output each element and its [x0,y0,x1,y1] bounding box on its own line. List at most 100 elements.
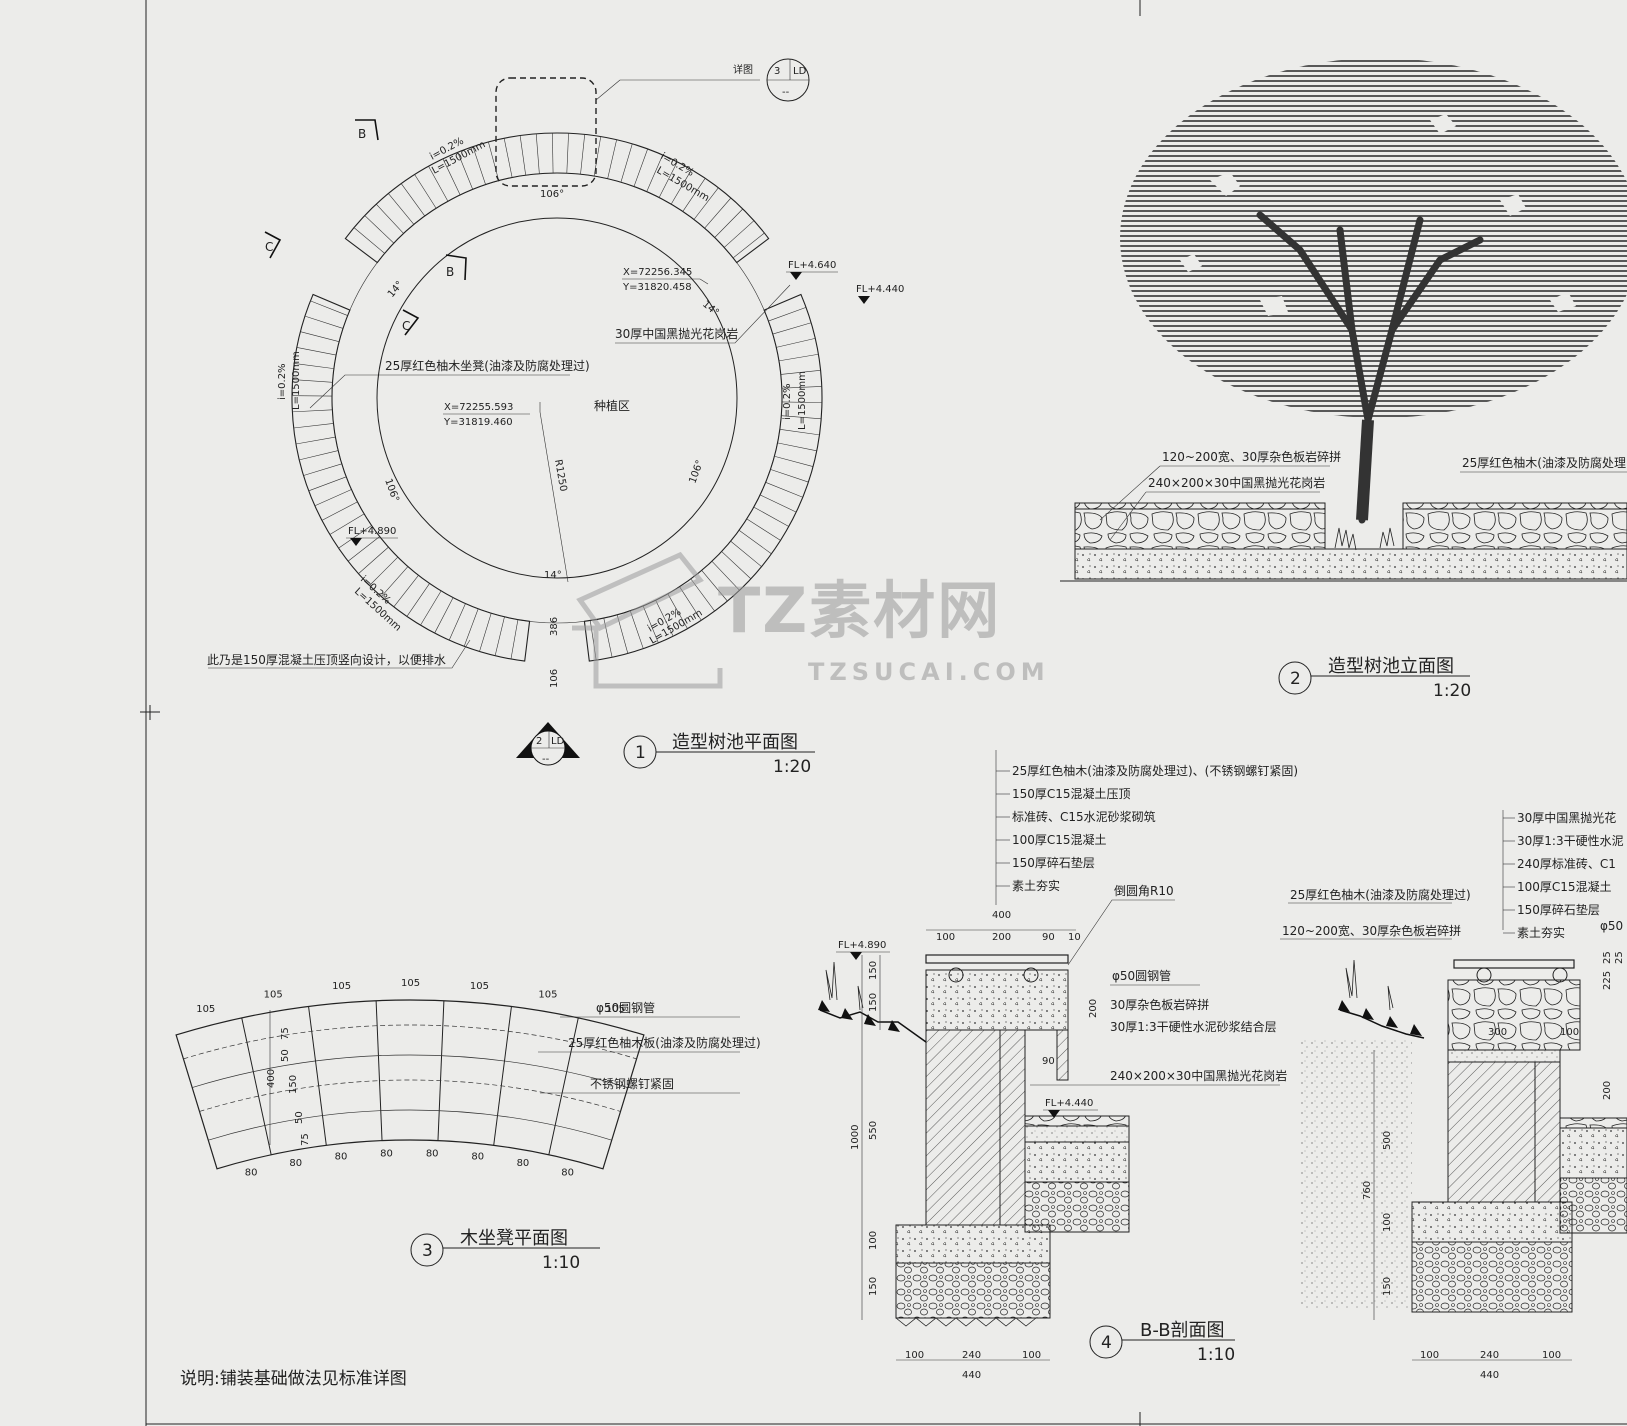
bench-pipe-line [208,1109,612,1141]
bench-bottom-dim: 80 [245,1168,258,1179]
bench-slat [479,613,492,652]
bench-slat [369,556,399,586]
sec2-top-0: 300 [1488,1027,1507,1038]
watermark-url: TZSUCAI.COM [808,658,1050,686]
angle-14-left: 14° [386,279,406,300]
bench-bottom-dim: 80 [471,1152,484,1163]
bench-slat [364,215,394,244]
sec-v-5: 100 [868,1231,879,1250]
bench-side-4: 75 [300,1133,311,1146]
bench-slat [472,146,486,185]
elevation-scale: 1:20 [1433,681,1471,701]
sec2-v-7: 150 [1382,1277,1393,1296]
section-title-block: 4 B-B剖面图 1:10 [1089,1320,1235,1365]
sec-fl-top: FL+4.890 [836,940,890,960]
bench-slat [721,551,752,579]
section-layer-label: 25厚红色柚木(油漆及防腐处理过)、(不锈钢螺钉紧固) [1012,763,1298,778]
svg-text:FL+4.440: FL+4.440 [1045,1098,1093,1109]
detail-ref-marker: 3 LD -- [766,58,810,102]
section-number: 4 [1101,1333,1112,1353]
bench-slat [738,530,772,555]
detail-ref-side: LD [793,66,807,77]
bench-slat [448,603,466,641]
bench-slat [442,158,461,196]
detail-label: 详图 [733,63,753,76]
bench-slat [776,338,816,348]
sec2-note-pipe: φ50 [1600,919,1623,933]
sec2-bot-total: 440 [1480,1370,1499,1381]
sec-dim-1: 200 [992,932,1011,943]
elevation-title-block: 2 造型树池立面图 1:20 [1278,656,1471,701]
sec-note-pipe: φ50圆钢管 [1112,968,1171,983]
sec-bot-total: 440 [962,1370,981,1381]
tree-canopy [1120,58,1627,418]
sec-dim-0: 100 [936,932,955,943]
bench-side-1: 50 [280,1049,291,1062]
bench-slat [655,600,674,637]
bench-slat [753,506,789,527]
sec-dim-90: 90 [1042,1056,1055,1067]
note-granite: 30厚中国黑抛光花岗岩 [615,326,738,341]
bench-slat [593,136,602,177]
detail-ref-top: 3 [774,66,780,77]
section-layer-label: 标准砖、C15水泥砂浆砌筑 [1012,809,1156,824]
section2-layer-label: 100厚C15混凝土 [1517,879,1612,894]
bench-slat [629,610,644,649]
bench-slat [338,525,372,549]
bench-slat [314,489,352,507]
sec2-v-4: 500 [1382,1131,1393,1150]
sec-dim-3: 10 [1068,932,1081,943]
bench-slat [510,619,519,660]
coord-1-x: X=72256.345 [623,267,692,278]
angle-top: 106° [540,189,564,200]
bench-top-dim: 105 [264,990,283,1001]
bench-slat [321,501,358,521]
sec-dim-total: 400 [992,910,1011,921]
svg-text:FL+4.640: FL+4.640 [788,260,836,271]
section-layer-label: 150厚碎石垫层 [1012,855,1095,870]
bench-side-dims: 400 75 50 150 50 75 [266,1010,311,1146]
fl-mark-top: FL+4.640 [786,260,838,280]
bench-slat [765,482,803,498]
bench-slat [388,193,415,225]
section-scale: 1:10 [1197,1345,1235,1365]
bench-board-joint [375,1000,383,1141]
bench-slat [295,436,336,445]
section-c-label-inner: C [402,319,410,333]
note-bench: 25厚红色柚木坐凳(油漆及防腐处理过) [385,358,590,373]
bench-slat [434,597,454,634]
bench-slat [770,469,809,483]
bench-top-dim: 105 [470,981,489,992]
plan-number: 1 [635,743,646,763]
bench-slat [746,518,781,541]
bench-side-0: 75 [280,1027,291,1040]
bench-side-total: 400 [266,1069,277,1088]
sec2-v-6: 100 [1382,1213,1393,1232]
section2-layer-label: 30厚中国黑抛光花 [1517,810,1616,825]
sec2-bot-2: 100 [1542,1350,1561,1361]
section-c-label: C [265,240,273,254]
bench-slat [774,455,814,467]
section2-layer-label: 素土夯实 [1517,925,1565,940]
bench-outline [175,999,645,1170]
bench-slat [633,148,648,187]
section-b-label: B [358,127,366,141]
bench-slat [400,183,425,217]
bench-slat [310,300,348,316]
bench-slat [670,169,692,205]
sec-fl-low: FL+4.440 [1043,1098,1098,1118]
section-layer-label: 素土夯实 [1012,878,1060,893]
sec-v-3: 550 [868,1121,879,1140]
bench-note-teak: 25厚红色柚木板(油漆及防腐处理过) [568,1035,761,1050]
bench-bottom-dim: 80 [561,1168,574,1179]
bench-slat [620,143,633,183]
bench-sector [291,293,531,662]
bench-slat [292,409,333,413]
sec2-v-2: 25 [1614,951,1625,964]
section-layer-list: 25厚红色柚木(油漆及防腐处理过)、(不锈钢螺钉紧固)150厚C15混凝土压顶标… [996,763,1298,893]
section-layer-label: 100厚C15混凝土 [1012,832,1107,847]
plan-marker-top: 2 [536,736,542,747]
